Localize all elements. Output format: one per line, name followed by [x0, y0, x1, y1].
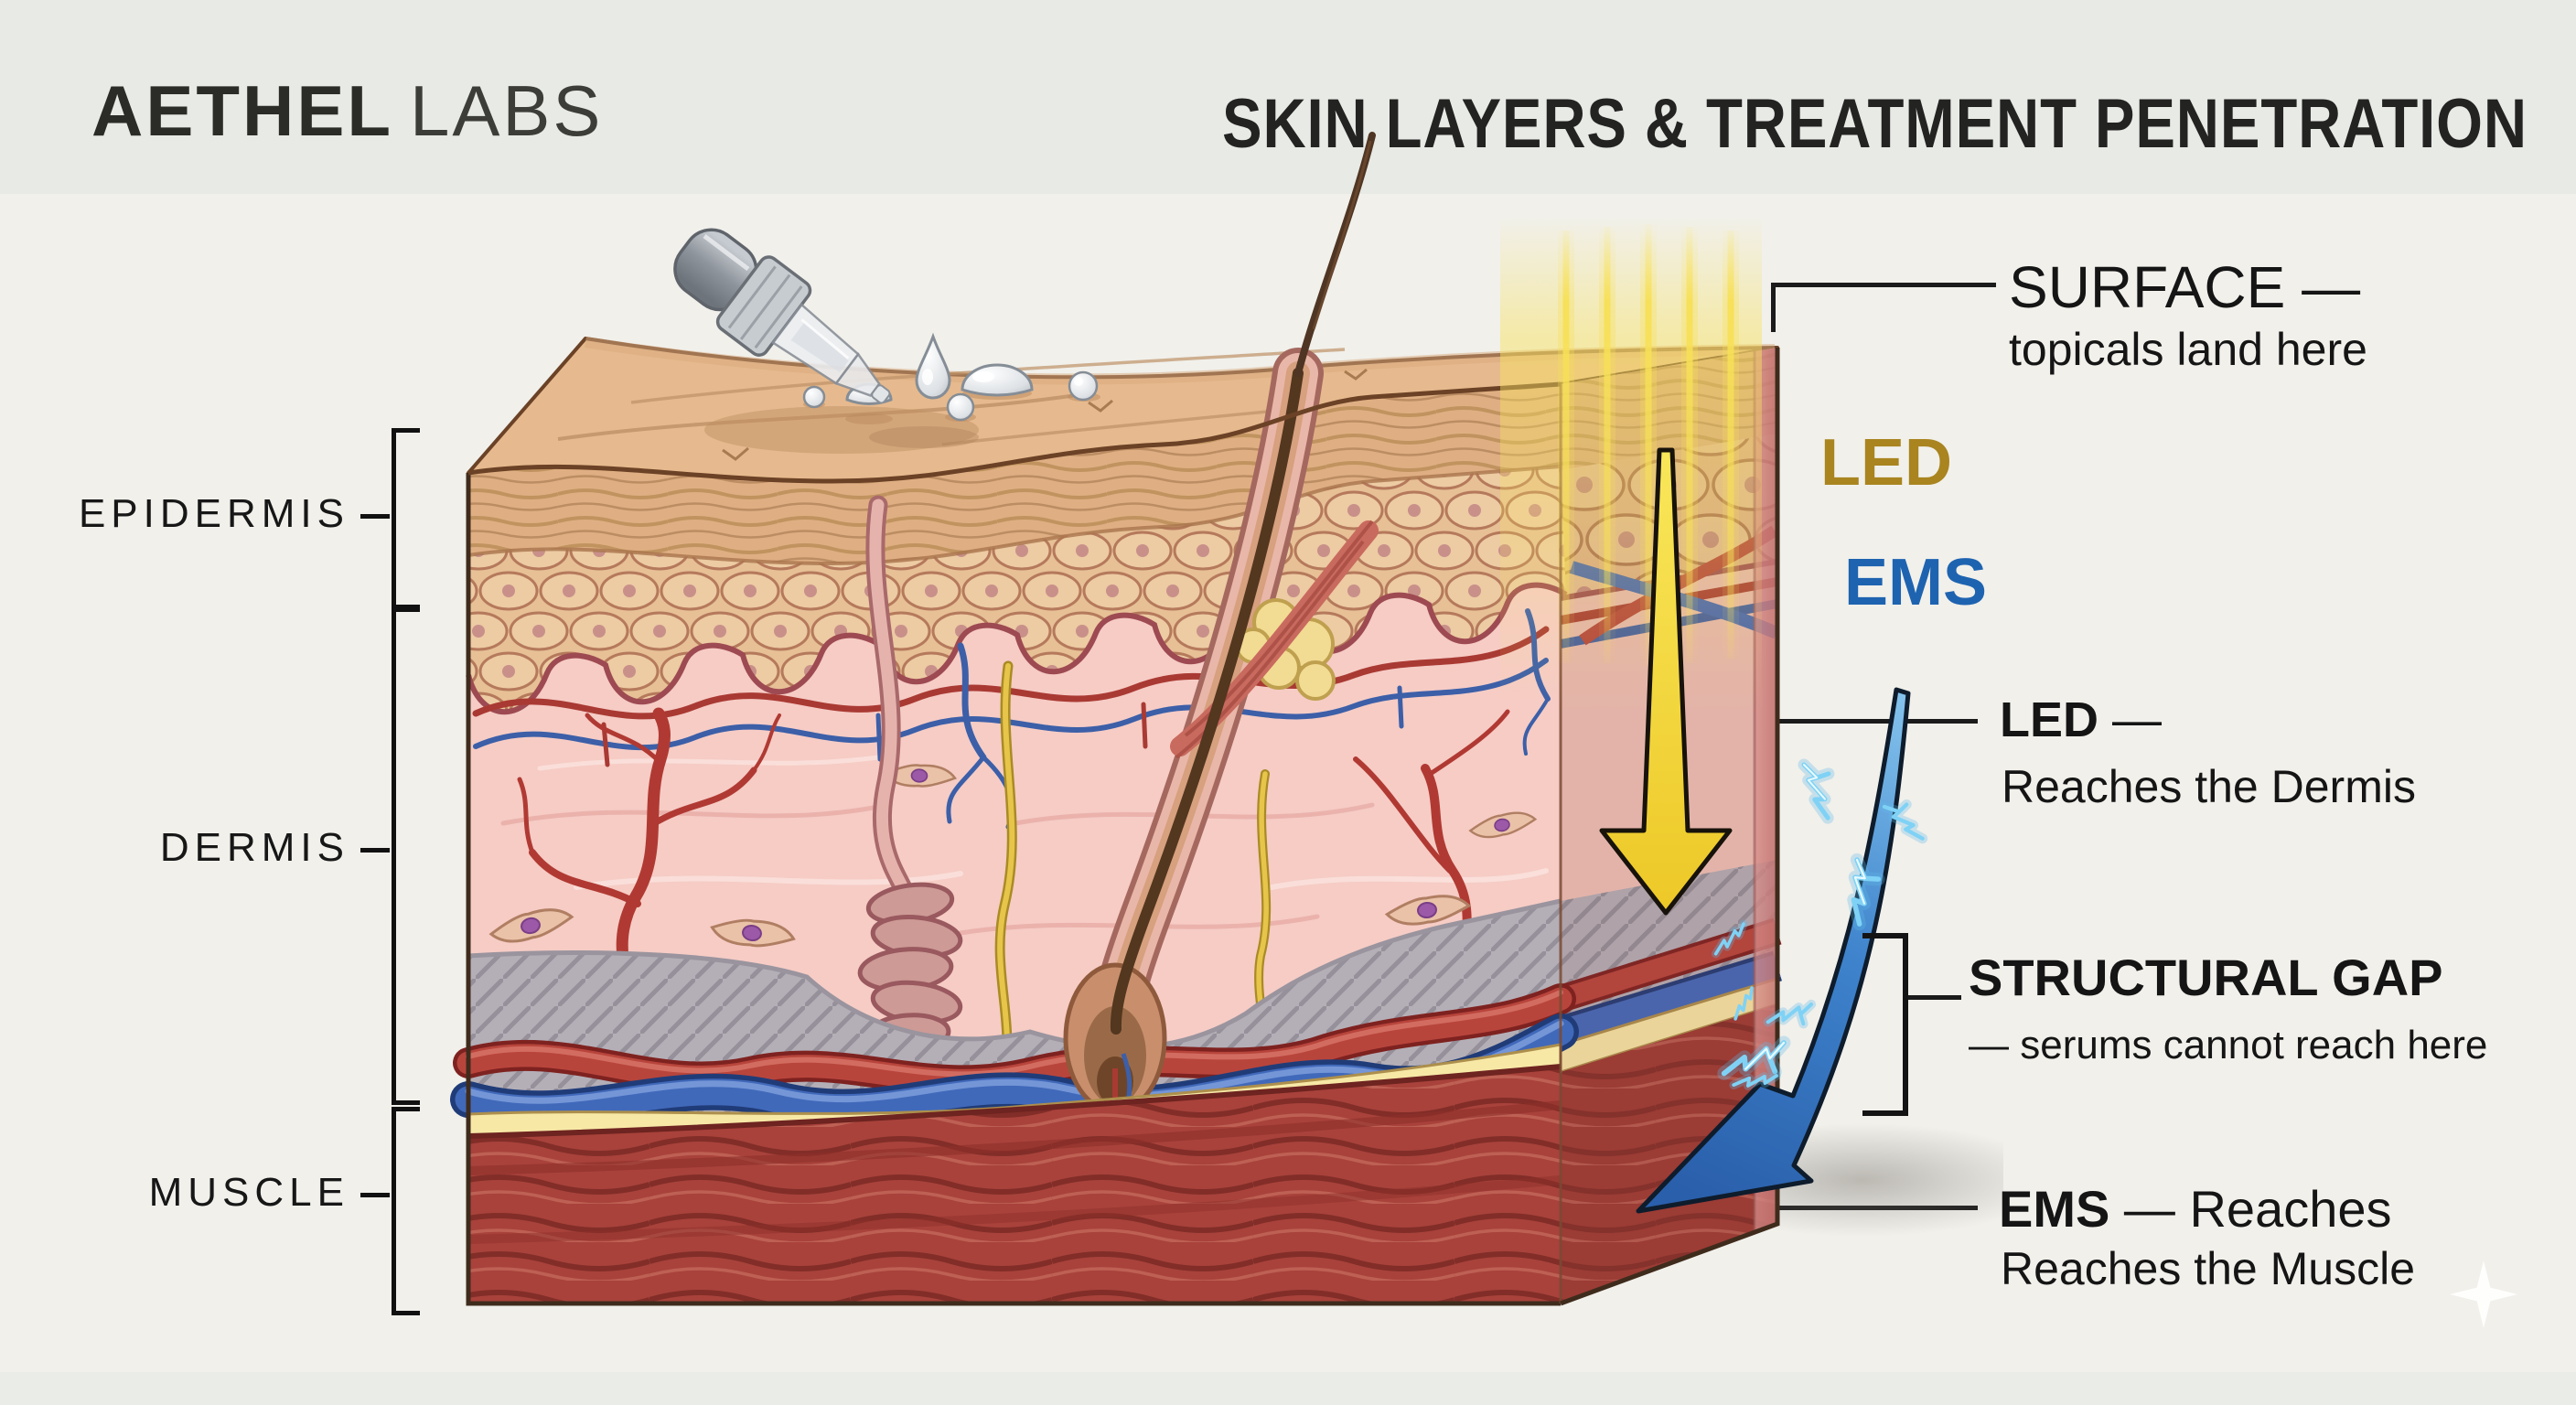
dermal-junction [466, 582, 1568, 715]
led-legend: LED [1820, 426, 1952, 499]
dermis-blood-vessels [517, 608, 1551, 1056]
structural-gap-subtitle: — serums cannot reach here [1969, 1023, 2488, 1067]
ems-annotation-bold: EMS [1999, 1180, 2110, 1238]
fat-membrane-layer [467, 1043, 1562, 1143]
dropper-icon [673, 228, 891, 404]
surface-leader-line [1771, 283, 1996, 287]
led-light-beams-icon [1500, 215, 1762, 713]
sweat-gland [857, 495, 963, 1055]
droplet-teardrop [915, 332, 951, 400]
ems-annotation-rest: — Reaches [2109, 1180, 2392, 1238]
skin-front-face [450, 348, 1780, 1306]
muscle-tick [360, 1193, 390, 1197]
footer-band [0, 1372, 2576, 1405]
epidermis-tick [360, 514, 390, 519]
muscle-layer [467, 1064, 1562, 1303]
surface-leader-corner [1771, 283, 1776, 332]
header-band [0, 0, 2576, 194]
structural-gap-title: STRUCTURAL GAP [1969, 949, 2443, 1006]
fibroblast-cells [488, 764, 1538, 948]
sebaceous-gland [1235, 598, 1336, 701]
skin-side-face [1556, 348, 1782, 1303]
ems-legend: EMS [1844, 546, 1988, 619]
skin-cross-section-illustration [450, 132, 2003, 1306]
arrector-pili-muscle [1170, 520, 1379, 756]
cut-edge-strip [1755, 348, 1777, 1233]
sparkle-icon [2450, 1260, 2517, 1328]
led-leader-line [1766, 719, 1978, 724]
skin-top-surface [467, 337, 1779, 483]
led-arrow-icon [1599, 447, 1733, 916]
dermis-tick [360, 848, 390, 853]
serum-droplets [802, 332, 1100, 424]
deep-vessel-plexus [450, 983, 1579, 1128]
epidermis-cell-layer [468, 467, 1566, 713]
brand-light: LABS [410, 70, 604, 151]
dermis-fibers [500, 755, 1549, 936]
muscle-bracket [392, 1107, 420, 1315]
ems-annotation-title: EMS — Reaches [1999, 1179, 2392, 1239]
structural-gap-bracket [1862, 933, 1908, 1116]
label-dermis: DERMIS [159, 825, 349, 870]
surface-annotation-title: SURFACE — [2009, 254, 2361, 320]
ems-annotation-subtitle: Reaches the Muscle [2001, 1243, 2416, 1294]
led-annotation-subtitle: Reaches the Dermis [2002, 761, 2416, 812]
led-annotation-bold: LED [2000, 692, 2098, 747]
surface-annotation-subtitle: topicals land here [2009, 324, 2367, 375]
block-shadow [1665, 1123, 2003, 1237]
structural-gap-band [467, 898, 1562, 1139]
label-muscle: MUSCLE [148, 1170, 349, 1215]
brand-bold: AETHEL [91, 70, 393, 151]
page-title: SKIN LAYERS & TREATMENT PENETRATION [1222, 85, 2528, 163]
epidermis-bracket [392, 428, 420, 609]
label-epidermis: EPIDERMIS [78, 491, 349, 536]
capillary-vessels [472, 626, 1550, 767]
led-annotation-title: LED — [2000, 692, 2162, 748]
structural-gap-tail-line [1905, 995, 1961, 1000]
ems-leader-line [1761, 1206, 1978, 1210]
dermis-bracket [392, 607, 420, 1105]
led-annotation-dash: — [2098, 692, 2163, 747]
stratum-corneum [468, 384, 1561, 563]
hair-follicle [1063, 348, 1379, 1114]
nerve-fibers [994, 660, 1272, 1116]
